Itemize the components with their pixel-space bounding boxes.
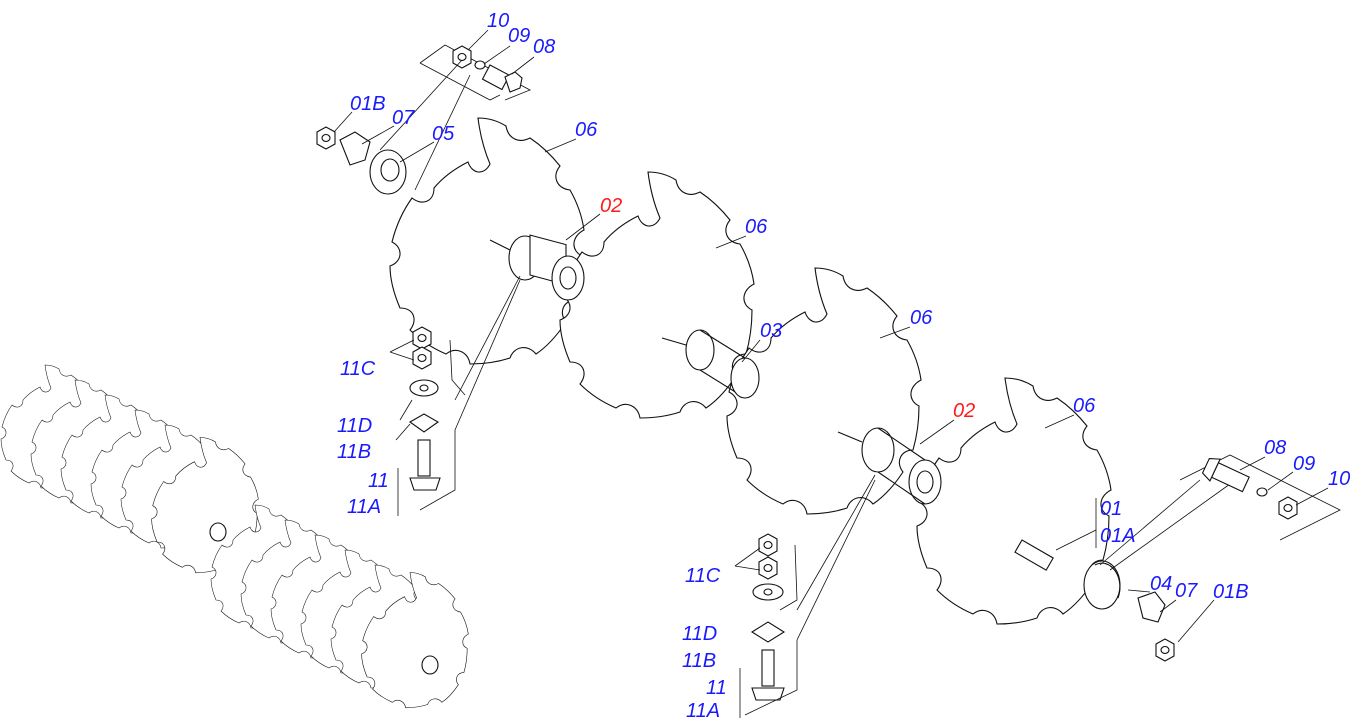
callout-label: 11C	[685, 565, 721, 587]
callout-label: 11	[368, 470, 389, 492]
callout-label: 04	[1150, 573, 1172, 595]
callout-label: 11A	[686, 700, 720, 722]
callout-label: 09	[508, 25, 530, 47]
shaft-end	[1014, 539, 1175, 662]
callout-label: 01	[1100, 498, 1122, 520]
callout-label: 11B	[682, 650, 716, 672]
bearing-hub-lower	[837, 427, 942, 505]
callout-label: 11D	[337, 415, 372, 437]
leader-lines	[333, 29, 1329, 643]
callout-label: 06	[575, 119, 598, 141]
callout-label: 09	[1293, 453, 1315, 475]
callout-labels: 10 09 08 01B 07 05 06 02 06 03 06 02 06 …	[337, 10, 1350, 722]
callout-label: 11	[706, 677, 727, 699]
top-hardware-group	[316, 44, 531, 195]
callout-label: 10	[1328, 468, 1350, 490]
callout-label: 02	[600, 195, 622, 217]
bolt	[481, 64, 523, 93]
bolt-stack-left	[389, 275, 521, 516]
disc-blade	[389, 117, 585, 365]
disc-blade	[559, 171, 755, 419]
washer	[474, 60, 486, 70]
callout-label: 07	[392, 107, 415, 129]
callout-label: 06	[1073, 395, 1096, 417]
bearing-hub-upper	[489, 234, 585, 301]
callout-label: 05	[432, 123, 455, 145]
hex-nut	[316, 126, 336, 150]
callout-label: 01A	[1100, 525, 1136, 547]
callout-label: 06	[910, 307, 933, 329]
callout-label: 08	[1264, 437, 1286, 459]
callout-label: 08	[533, 36, 555, 58]
callout-label: 10	[487, 10, 509, 32]
assembled-disc-gang	[0, 364, 469, 709]
callout-label: 11A	[347, 496, 381, 518]
callout-label: 01B	[350, 93, 386, 115]
callout-label: 06	[745, 216, 768, 238]
callout-label: 11C	[340, 358, 376, 380]
callout-label: 01B	[1213, 581, 1249, 603]
callout-label: 07	[1175, 580, 1198, 602]
right-hardware-group	[1099, 454, 1341, 571]
callout-label: 11D	[682, 623, 717, 645]
callout-label: 02	[953, 400, 975, 422]
callout-label: 11B	[337, 441, 371, 463]
bearing-flange	[369, 149, 407, 195]
bolt-stack-mid	[734, 474, 876, 718]
callout-label: 03	[760, 320, 782, 342]
flange-plate	[339, 131, 371, 166]
